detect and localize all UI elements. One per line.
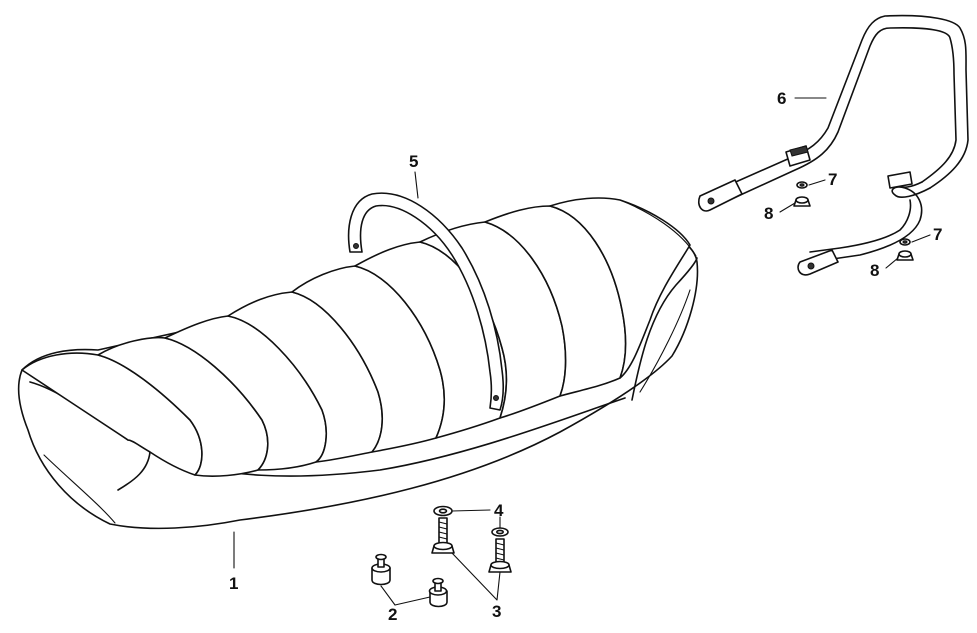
rubber-buffers	[371, 553, 448, 608]
callout-4: 4	[494, 501, 504, 520]
bolts-and-washers	[431, 505, 512, 573]
callout-2: 2	[388, 605, 397, 624]
grab-rail	[697, 14, 969, 276]
passenger-strap	[347, 192, 505, 411]
rail-fasteners	[793, 181, 914, 261]
callout-1: 1	[229, 574, 238, 593]
callout-8-upper: 8	[764, 204, 773, 223]
callouts: 1 2 3 4 5 6 7 8 7 8	[229, 89, 942, 624]
callout-8-lower: 8	[870, 261, 879, 280]
seat	[17, 197, 699, 530]
callout-3: 3	[492, 602, 501, 621]
callout-5: 5	[409, 152, 418, 171]
callout-6: 6	[777, 89, 786, 108]
callout-7-lower: 7	[933, 225, 942, 244]
callout-7-upper: 7	[828, 170, 837, 189]
leader-lines	[233, 97, 931, 606]
